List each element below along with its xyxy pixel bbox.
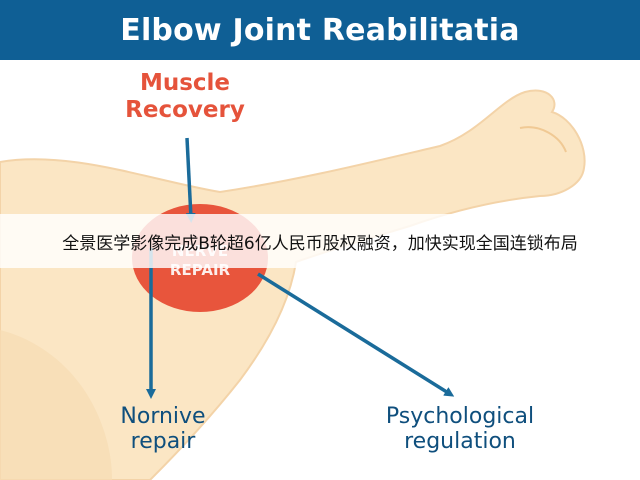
muscle-recovery-label: Muscle Recovery [125, 70, 245, 123]
fist-outline [519, 126, 567, 153]
upper-arm-shadow [0, 330, 112, 480]
psychological-regulation-label: Psychological regulation [385, 404, 535, 454]
arrow-muscle-to-nerve [185, 137, 196, 223]
arm-silhouette [0, 89, 586, 480]
nornive-repair-label: Nornive repair [120, 404, 206, 454]
title-bar: Elbow Joint Reabilitatia [0, 0, 640, 60]
news-banner-text: 全景医学影像完成B轮超6亿人民币股权融资，加快实现全国连锁布局 [62, 233, 578, 254]
arrow-to-psychological-regulation [257, 272, 455, 397]
page-title: Elbow Joint Reabilitatia [120, 12, 520, 48]
news-banner[interactable]: 全景医学影像完成B轮超6亿人民币股权融资，加快实现全国连锁布局 [0, 214, 640, 268]
